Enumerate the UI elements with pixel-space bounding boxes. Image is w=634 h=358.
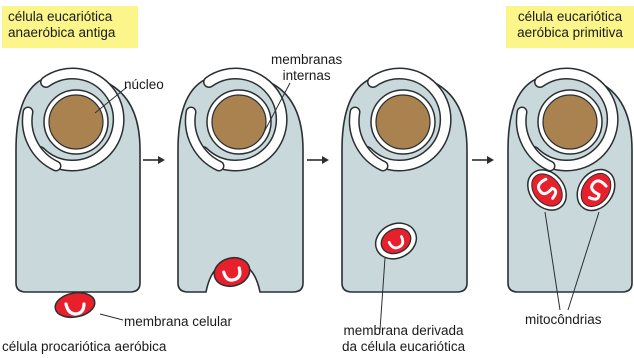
title-left-line1: célula eucariótica <box>8 9 132 25</box>
cell-1 <box>16 74 140 292</box>
label-aerobic-prokaryote: célula procariótica aeróbica <box>2 339 166 355</box>
title-left-line2: anaeróbica antiga <box>8 25 132 41</box>
label-internal-membranes: membranas internas <box>271 52 342 84</box>
label-derived-membrane-line2: da célula eucariótica <box>342 339 465 355</box>
right-arrow-icon <box>143 156 165 164</box>
title-right-line2: aeróbica primitiva <box>512 25 628 41</box>
label-internal-membranes-line1: membranas <box>271 52 342 68</box>
label-nucleus: núcleo <box>124 77 164 93</box>
right-arrow-icon <box>472 156 494 164</box>
label-derived-membrane-line1: membrana derivada <box>342 323 465 339</box>
right-arrow-icon <box>307 156 329 164</box>
free-prokaryote <box>53 290 97 321</box>
cell-4 <box>508 74 632 292</box>
label-mitochondria: mitocôndrias <box>525 312 602 328</box>
cell-3 <box>342 74 467 292</box>
cell-2 <box>178 74 303 292</box>
label-cell-membrane: membrana celular <box>124 314 232 330</box>
title-right-line1: célula eucariótica <box>512 9 628 25</box>
title-right: célula eucariótica aeróbica primitiva <box>506 6 634 48</box>
title-left: célula eucariótica anaeróbica antiga <box>2 6 138 48</box>
label-internal-membranes-line2: internas <box>271 68 342 84</box>
label-derived-membrane: membrana derivada da célula eucariótica <box>342 323 465 355</box>
